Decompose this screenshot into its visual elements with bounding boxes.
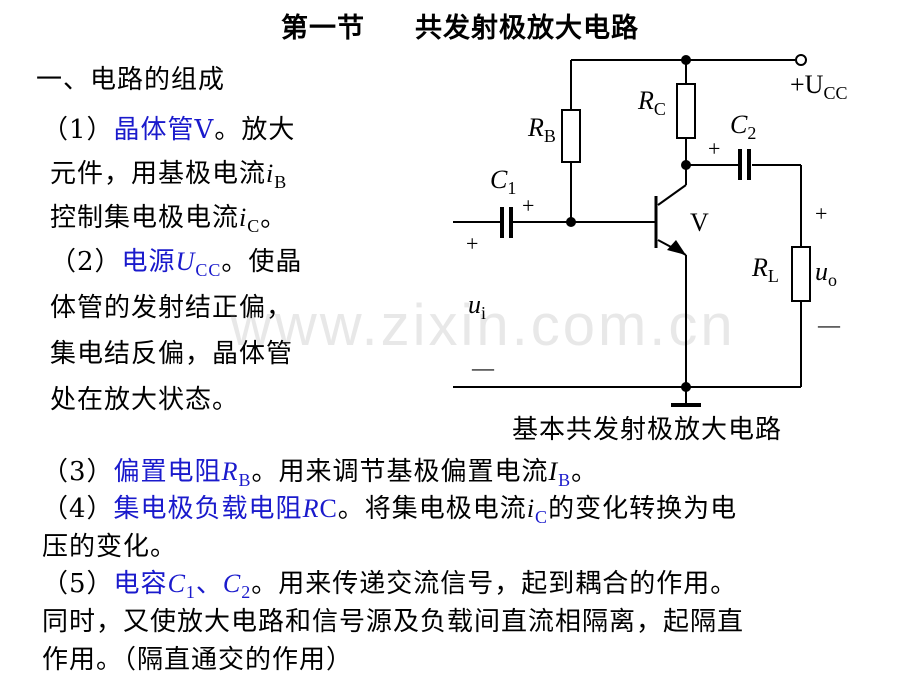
term-capacitors: 电容C1、C2 — [113, 569, 252, 602]
label-c2-plus: + — [708, 136, 721, 161]
label-uo: uo — [815, 257, 837, 290]
label-rc: RC — [638, 86, 666, 119]
label-rb: RB — [528, 113, 556, 146]
label-c2: C2 — [730, 110, 757, 143]
resistor-rc-icon — [676, 83, 696, 139]
term-bias-resistor: 偏置电阻RB — [113, 457, 252, 490]
circuit-diagram — [453, 54, 811, 407]
emitter-arrow-icon — [667, 240, 686, 255]
item-5-line-2: 同时，又使放大电路和信号源及负载间直流相隔离，起隔直 — [42, 607, 745, 637]
item-2-line-4: 处在放大状态。 — [50, 385, 240, 415]
terminal-icon — [795, 54, 807, 66]
label-uo-minus: — — [818, 312, 840, 337]
resistor-rb-icon — [561, 109, 581, 163]
term-transistor: 晶体管V — [113, 115, 215, 145]
label-uo-plus: + — [815, 201, 828, 226]
section-topic: 共发射极放大电路 — [415, 13, 639, 44]
item-2-line-2: 体管的发射结正偏， — [50, 293, 294, 323]
label-c1-plus: + — [522, 193, 535, 218]
label-rl: RL — [752, 253, 779, 286]
item-5-line-3: 作用。（隔直通交的作用） — [42, 645, 354, 675]
label-ui-plus: + — [466, 231, 479, 256]
slide-title: 第一节 共发射极放大电路 — [0, 6, 920, 45]
term-power-supply: 电源UCC — [121, 247, 222, 280]
label-ui: ui — [468, 290, 487, 323]
resistor-rl-icon — [791, 246, 811, 302]
label-ucc: +UCC — [790, 70, 848, 103]
item-1-line-1: （1）晶体管V。放大 — [42, 115, 296, 145]
term-collector-resistor: 集电极负载电阻RC — [113, 494, 338, 524]
circuit-caption: 基本共发射极放大电路 — [512, 415, 783, 445]
label-ui-minus: — — [472, 355, 494, 380]
label-transistor: V — [690, 208, 709, 237]
item-4-line-2: 压的变化。 — [42, 532, 178, 562]
section-heading: 一、电路的组成 — [36, 65, 226, 95]
watermark: www.zixin.com.cn — [230, 293, 736, 358]
item-5-line-1: （5）电容C1、C2。用来传递交流信号，起到耦合的作用。 — [42, 569, 738, 602]
item-2-line-3: 集电结反偏，晶体管 — [50, 339, 294, 369]
item-4-line-1: （4）集电极负载电阻RC。将集电极电流iC的变化转换为电 — [42, 494, 738, 527]
item-1-line-3: 控制集电极电流iC。 — [50, 203, 288, 236]
item-1-line-2: 元件，用基极电流iB — [50, 159, 288, 192]
section-number: 第一节 — [281, 13, 365, 44]
item-3: （3）偏置电阻RB。用来调节基极偏置电流IB。 — [42, 457, 599, 490]
item-2-line-1: （2）电源UCC。使晶 — [50, 247, 303, 280]
label-c1: C1 — [490, 165, 517, 198]
